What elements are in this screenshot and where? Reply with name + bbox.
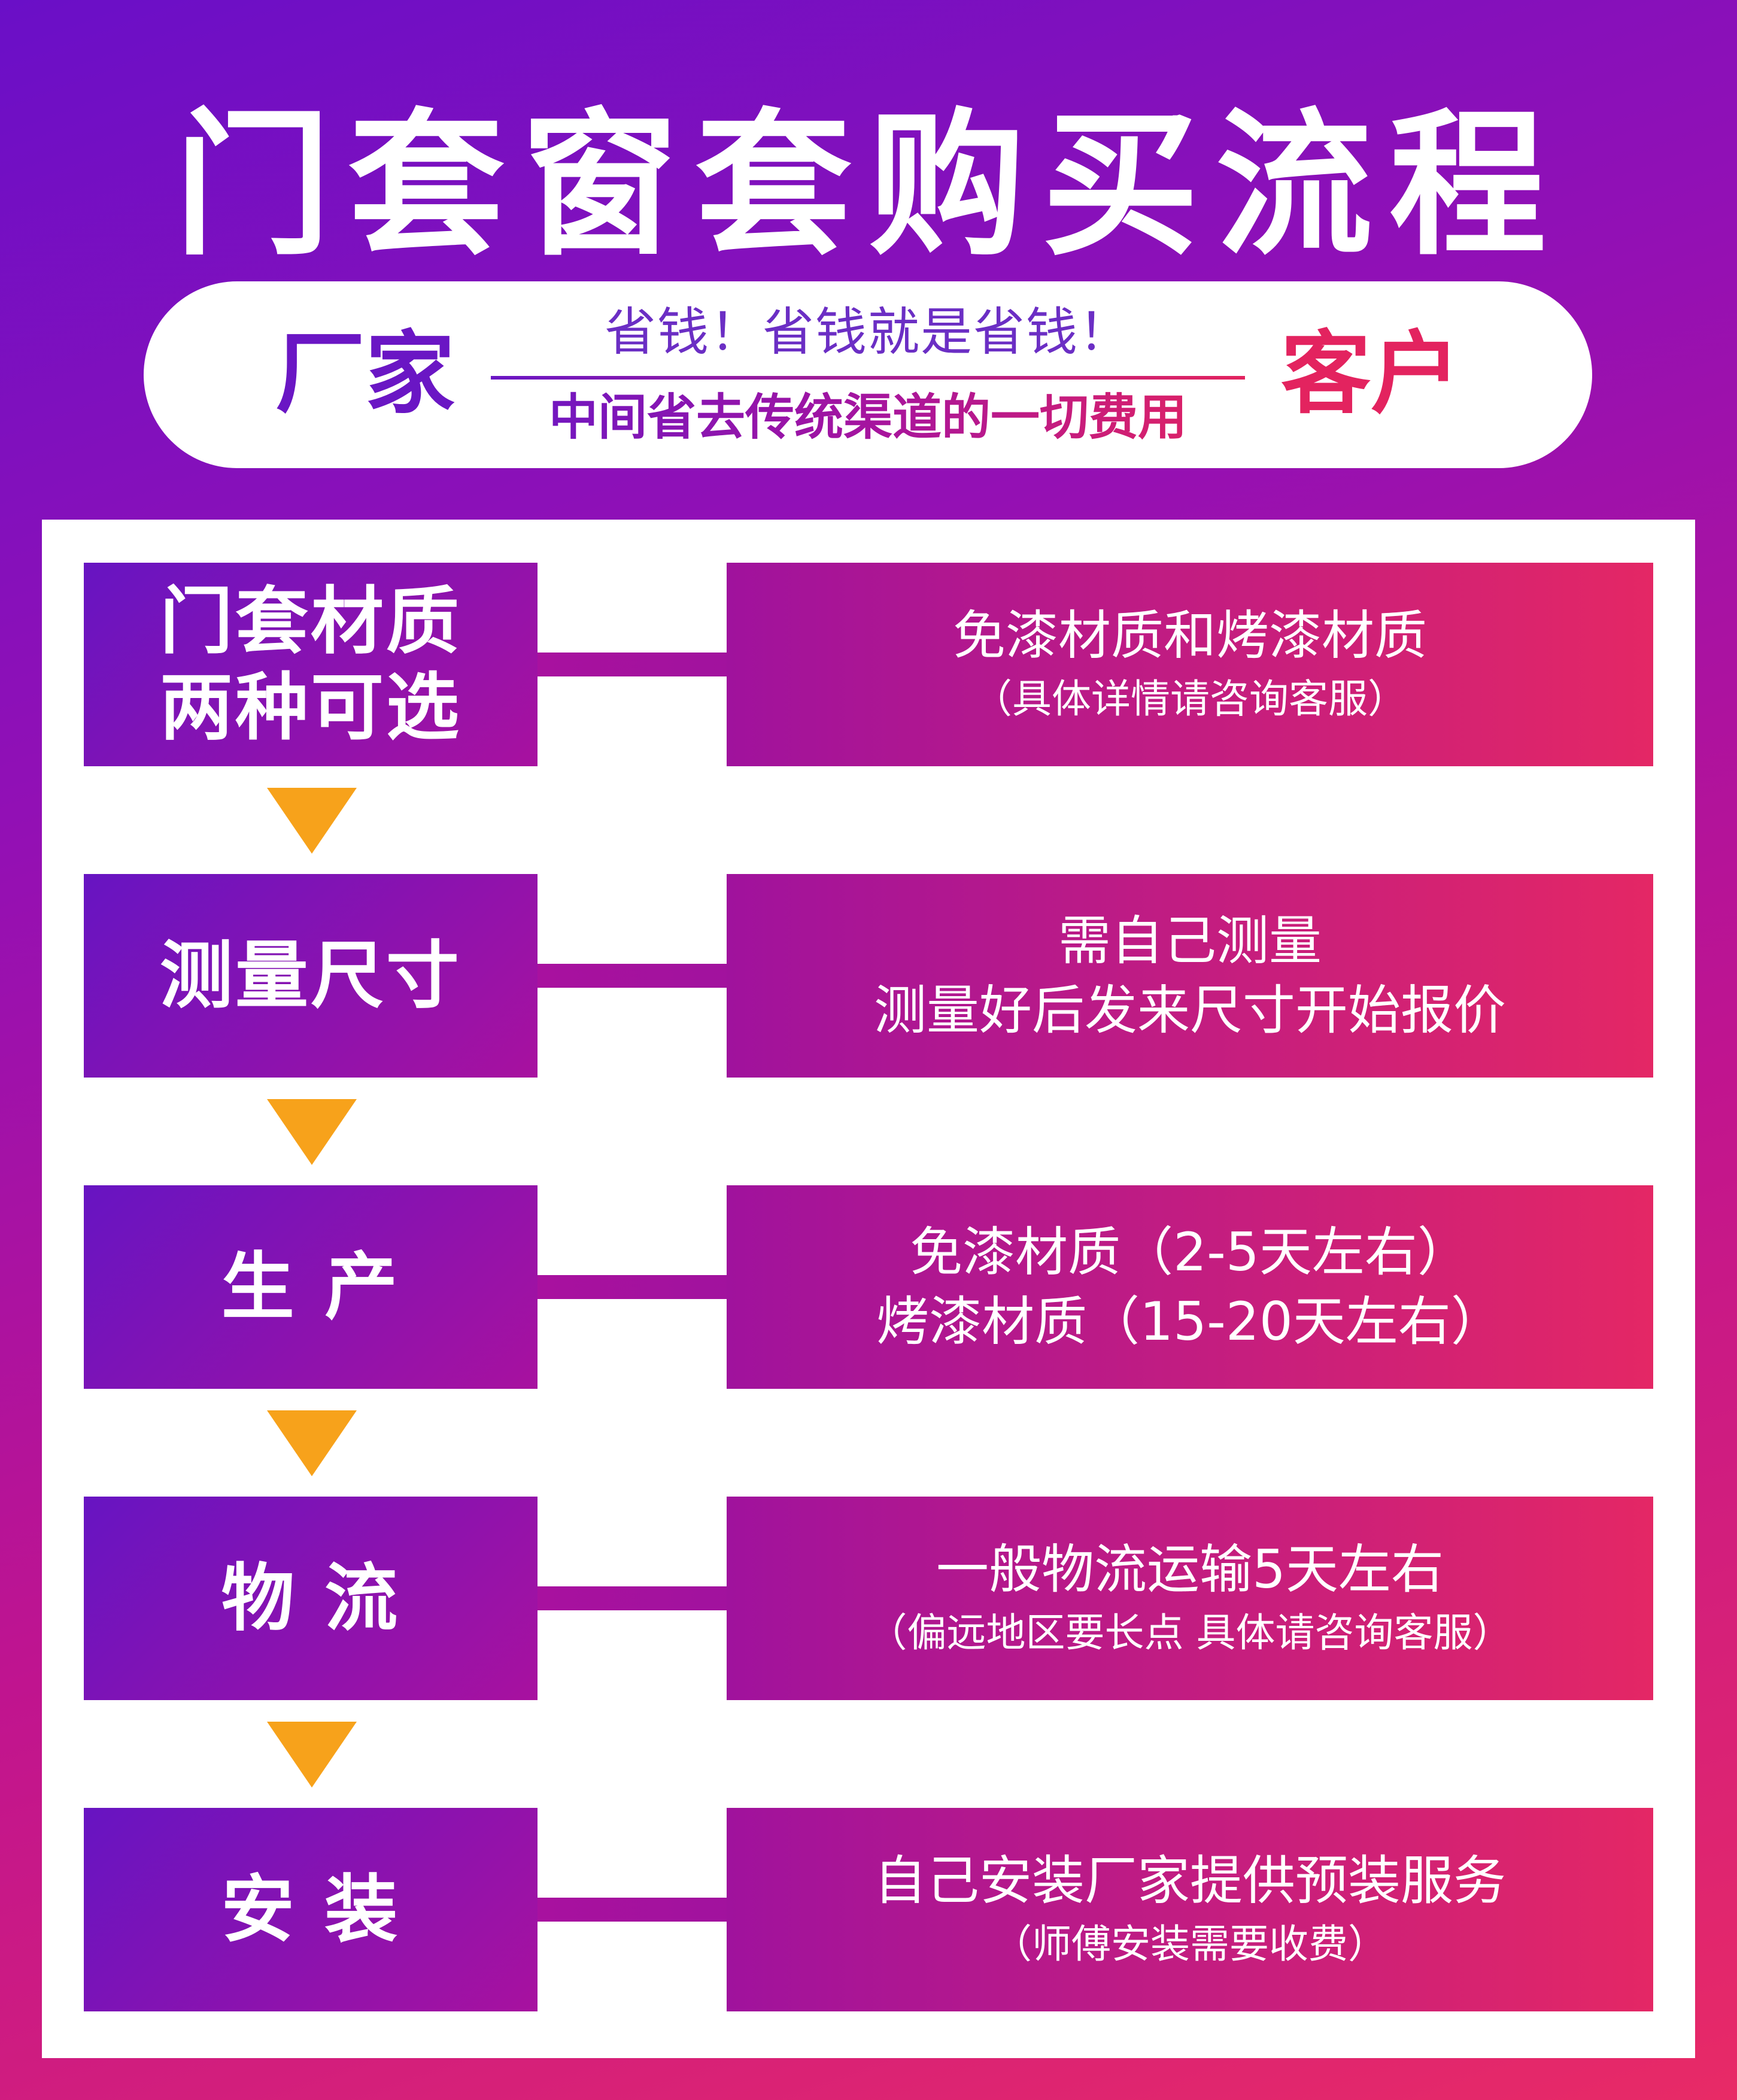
process-step-production: 生 产 免漆材质（2-5天左右） 烤漆材质（15-20天左右）	[42, 1185, 1695, 1389]
banner-left-factory: 厂家	[275, 322, 455, 426]
down-arrow-icon	[267, 1410, 357, 1476]
step-description-line: 一般物流运输5天左右	[936, 1538, 1444, 1600]
step-label: 安 装	[84, 1808, 538, 2011]
step-description-line: 烤漆材质（15-20天左右）	[876, 1291, 1504, 1352]
step-description-line: 测量好后发来尺寸开始报价	[873, 979, 1506, 1041]
slogan-banner: 厂家 省钱！省钱就是省钱！ 中间省去传统渠道的一切费用 客户	[144, 281, 1592, 468]
down-arrow-icon	[267, 1099, 357, 1165]
step-description: 免漆材质和烤漆材质 （具体详情请咨询客服）	[727, 563, 1653, 766]
process-panel: 门套材质 两种可选 免漆材质和烤漆材质 （具体详情请咨询客服） 测量尺寸 需自己…	[42, 520, 1695, 2058]
down-arrow-icon	[267, 1722, 357, 1788]
banner-slogan-top: 省钱！省钱就是省钱！	[605, 302, 1131, 362]
step-label: 测量尺寸	[84, 874, 538, 1078]
step-label: 生 产	[84, 1185, 538, 1389]
step-description-note: （具体详情请咨询客服）	[973, 676, 1407, 722]
step-description: 免漆材质（2-5天左右） 烤漆材质（15-20天左右）	[727, 1185, 1653, 1389]
step-label: 门套材质 两种可选	[84, 563, 538, 766]
banner-slogan-bottom: 中间省去传统渠道的一切费用	[491, 382, 1245, 454]
step-description-note: （师傅安装需要收费）	[992, 1921, 1387, 1967]
step-description: 一般物流运输5天左右 （偏远地区要长点 具体请咨询客服）	[727, 1497, 1653, 1700]
process-step-installation: 安 装 自己安装厂家提供预装服务 （师傅安装需要收费）	[42, 1808, 1695, 2011]
step-description-note: （偏远地区要长点 具体请咨询客服）	[867, 1610, 1513, 1656]
down-arrow-icon	[267, 788, 357, 854]
process-step-material: 门套材质 两种可选 免漆材质和烤漆材质 （具体详情请咨询客服）	[42, 563, 1695, 766]
page-title: 门套窗套购买流程	[174, 94, 1563, 277]
banner-right-customer: 客户	[1280, 322, 1460, 426]
step-label: 物 流	[84, 1497, 538, 1700]
banner-divider	[491, 376, 1245, 380]
process-step-measure: 测量尺寸 需自己测量 测量好后发来尺寸开始报价	[42, 874, 1695, 1078]
step-description-line: 免漆材质（2-5天左右）	[910, 1221, 1470, 1283]
step-description: 需自己测量 测量好后发来尺寸开始报价	[727, 874, 1653, 1078]
step-description-line: 自己安装厂家提供预装服务	[873, 1850, 1506, 1911]
step-description: 自己安装厂家提供预装服务 （师傅安装需要收费）	[727, 1808, 1653, 2011]
step-description-line: 免漆材质和烤漆材质	[952, 605, 1427, 666]
process-step-logistics: 物 流 一般物流运输5天左右 （偏远地区要长点 具体请咨询客服）	[42, 1497, 1695, 1700]
step-description-line: 需自己测量	[1058, 910, 1322, 972]
